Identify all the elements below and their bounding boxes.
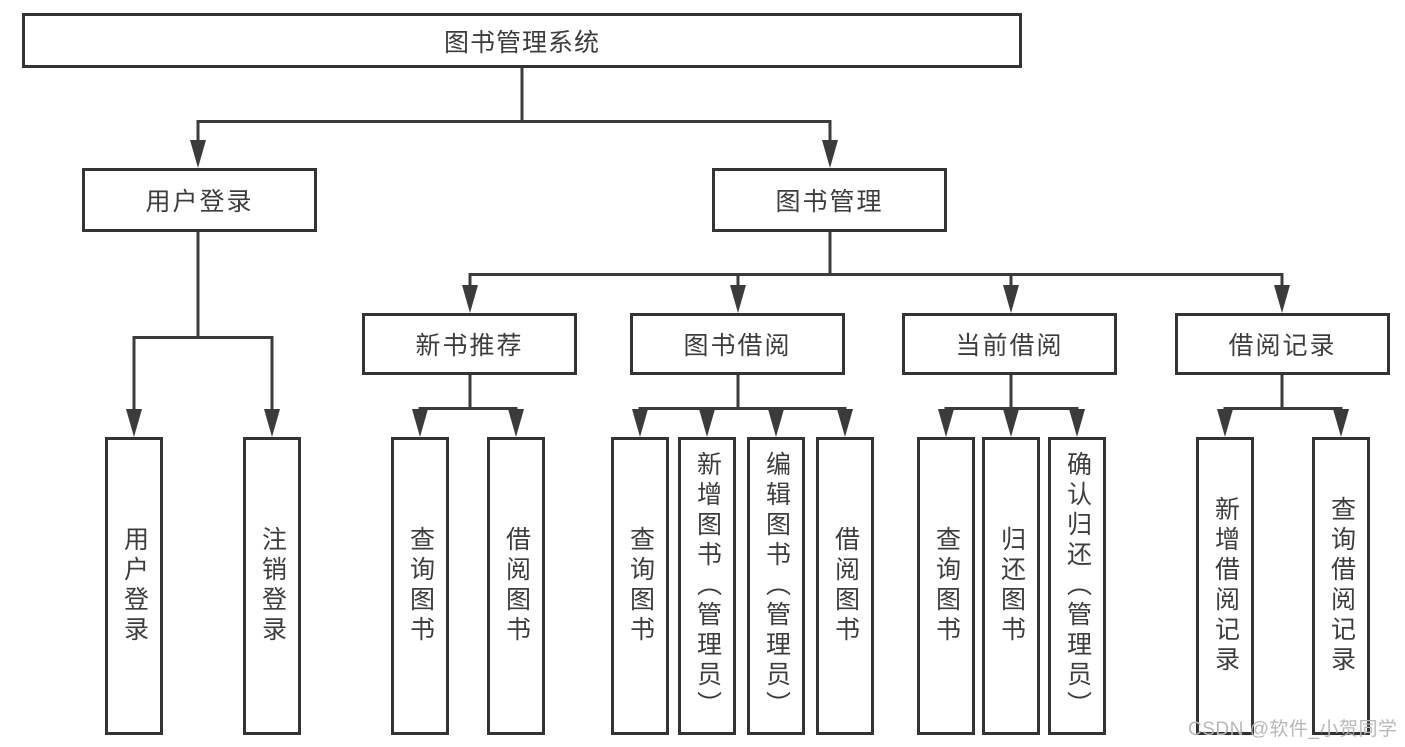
arrow-leaf-query-record <box>1333 409 1349 437</box>
arrow-leaf-add-record <box>1217 409 1233 437</box>
arrow-borrow <box>730 285 746 313</box>
arrow-leaf-borrow-1 <box>508 409 524 437</box>
leaf-query-books-borrow: 查询图书 <box>611 437 669 735</box>
leaf-query-books-recommend-label: 查询图书 <box>406 526 435 646</box>
node-current-borrow: 当前借阅 <box>902 313 1117 375</box>
leaf-query-books-current-label: 查询图书 <box>932 526 961 646</box>
node-book-management: 图书管理 <box>712 168 947 232</box>
node-user-login: 用户登录 <box>82 168 317 232</box>
node-new-book-recommend: 新书推荐 <box>362 313 577 375</box>
leaf-return-book-label: 归还图书 <box>997 526 1026 646</box>
leaf-borrow-books-borrow-label: 借阅图书 <box>831 526 860 646</box>
arrow-leaf-return <box>1003 409 1019 437</box>
leaf-query-books-borrow-label: 查询图书 <box>626 526 655 646</box>
arrow-records <box>1274 285 1290 313</box>
arrow-leaf-query-2 <box>632 409 648 437</box>
node-library-management-system: 图书管理系统 <box>22 13 1022 68</box>
leaf-query-borrow-record: 查询借阅记录 <box>1312 437 1370 735</box>
arrow-recommend <box>462 285 478 313</box>
arrow-leaf-login <box>126 409 142 437</box>
leaf-user-login: 用户登录 <box>105 437 163 735</box>
arrow-leaf-borrow-2 <box>837 409 853 437</box>
node-book-borrow: 图书借阅 <box>630 313 845 375</box>
leaf-borrow-books-recommend-label: 借阅图书 <box>502 526 531 646</box>
arrow-leaf-logout <box>264 409 280 437</box>
leaf-borrow-books-borrow: 借阅图书 <box>816 437 874 735</box>
csdn-watermark: CSDN @软件_小贺同学 <box>1188 719 1398 740</box>
leaf-confirm-return-admin-label: 确认归还（管理员） <box>1063 451 1092 721</box>
arrow-leaf-confirm-return <box>1069 409 1085 437</box>
arrow-leaf-edit-book <box>768 409 784 437</box>
arrow-current <box>1003 285 1019 313</box>
leaf-edit-book-admin-label: 编辑图书（管理员） <box>762 451 791 721</box>
leaf-query-books-recommend: 查询图书 <box>391 437 449 735</box>
leaf-confirm-return-admin: 确认归还（管理员） <box>1048 437 1106 735</box>
leaf-query-borrow-record-label: 查询借阅记录 <box>1327 496 1356 676</box>
arrow-book-mgmt <box>822 140 838 168</box>
leaf-return-book: 归还图书 <box>982 437 1040 735</box>
leaf-add-book-admin-label: 新增图书（管理员） <box>693 451 722 721</box>
leaf-add-borrow-record: 新增借阅记录 <box>1196 437 1254 735</box>
leaf-query-books-current: 查询图书 <box>917 437 975 735</box>
leaf-add-book-admin: 新增图书（管理员） <box>678 437 736 735</box>
leaf-logout-label: 注销登录 <box>258 526 287 646</box>
leaf-logout: 注销登录 <box>243 437 301 735</box>
leaf-add-borrow-record-label: 新增借阅记录 <box>1211 496 1240 676</box>
arrow-user-login <box>190 140 206 168</box>
arrow-leaf-add-book <box>699 409 715 437</box>
leaf-borrow-books-recommend: 借阅图书 <box>487 437 545 735</box>
arrow-leaf-query-3 <box>938 409 954 437</box>
arrow-leaf-query-1 <box>412 409 428 437</box>
leaf-user-login-label: 用户登录 <box>120 526 149 646</box>
leaf-edit-book-admin: 编辑图书（管理员） <box>747 437 805 735</box>
node-borrow-records: 借阅记录 <box>1175 313 1390 375</box>
